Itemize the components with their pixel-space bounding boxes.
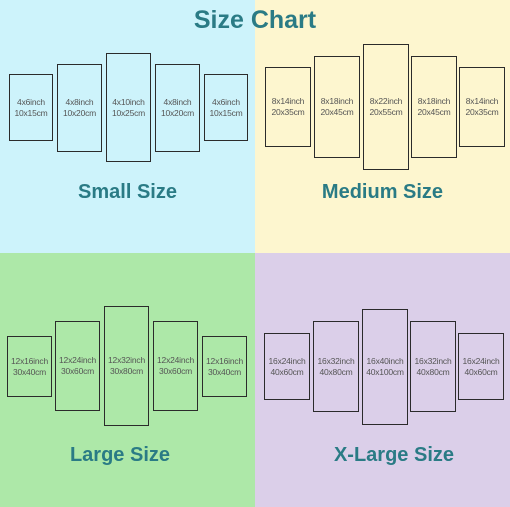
panel-cm: 20x55cm bbox=[369, 107, 403, 117]
panel-inch: 16x40inch bbox=[366, 356, 404, 366]
panel-inch: 4x6inch bbox=[212, 96, 240, 107]
panel-inch: 4x10inch bbox=[112, 96, 145, 107]
panel-cm: 20x35cm bbox=[465, 107, 499, 117]
panel-cm: 20x45cm bbox=[417, 107, 451, 117]
panel-cm: 30x60cm bbox=[60, 366, 95, 376]
panel-inch: 12x24inch bbox=[157, 355, 194, 365]
panel-cm: 40x80cm bbox=[319, 366, 353, 377]
panel-cm: 30x40cm bbox=[207, 366, 242, 377]
panel-inch: 12x16inch bbox=[11, 355, 48, 366]
panel-inch: 4x8inch bbox=[65, 97, 94, 107]
panel-cm: 30x60cm bbox=[158, 366, 193, 376]
panel-inch: 8x14inch bbox=[465, 96, 499, 106]
panel-cm: 40x60cm bbox=[464, 366, 498, 377]
panel-inch: 4x8inch bbox=[163, 97, 192, 107]
page-title: Size Chart bbox=[193, 6, 317, 34]
panel-inch: 16x32inch bbox=[414, 355, 452, 366]
panel-cm: 40x80cm bbox=[416, 366, 450, 377]
panel-inch: 16x24inch bbox=[462, 355, 500, 366]
x-large-size-label: X-Large Size bbox=[333, 444, 455, 466]
x-large-size-quadrant bbox=[255, 253, 510, 507]
panel-cm: 30x40cm bbox=[12, 366, 47, 377]
panel-cm: 10x25cm bbox=[111, 107, 146, 118]
panel-cm: 10x15cm bbox=[209, 107, 243, 118]
panel-inch: 16x32inch bbox=[317, 355, 355, 366]
panel-inch: 8x22inch bbox=[369, 96, 403, 106]
small-size-quadrant bbox=[0, 0, 255, 253]
panel-inch: 8x14inch bbox=[271, 96, 305, 106]
panel-cm: 10x15cm bbox=[14, 107, 48, 118]
panel-cm: 20x35cm bbox=[271, 107, 305, 117]
panel-cm: 10x20cm bbox=[160, 108, 195, 118]
medium-size-label: Medium Size bbox=[321, 181, 444, 203]
large-size-label: Large Size bbox=[69, 444, 171, 466]
panel-cm: 40x100cm bbox=[366, 367, 404, 377]
panel-inch: 12x32inch bbox=[108, 355, 145, 365]
panel-cm: 20x45cm bbox=[320, 107, 354, 117]
medium-size-quadrant bbox=[255, 0, 510, 253]
panel-inch: 16x24inch bbox=[268, 355, 306, 366]
panel-inch: 8x18inch bbox=[417, 96, 451, 106]
small-size-label: Small Size bbox=[78, 181, 177, 203]
panel-inch: 8x18inch bbox=[320, 96, 354, 106]
panel-cm: 30x80cm bbox=[109, 366, 144, 376]
panel-cm: 10x20cm bbox=[62, 108, 97, 118]
panel-cm: 40x60cm bbox=[270, 366, 304, 377]
panel-inch: 12x24inch bbox=[59, 355, 96, 365]
panel-inch: 4x6inch bbox=[17, 96, 45, 107]
large-size-quadrant bbox=[0, 253, 255, 507]
panel-inch: 12x16inch bbox=[206, 355, 243, 366]
